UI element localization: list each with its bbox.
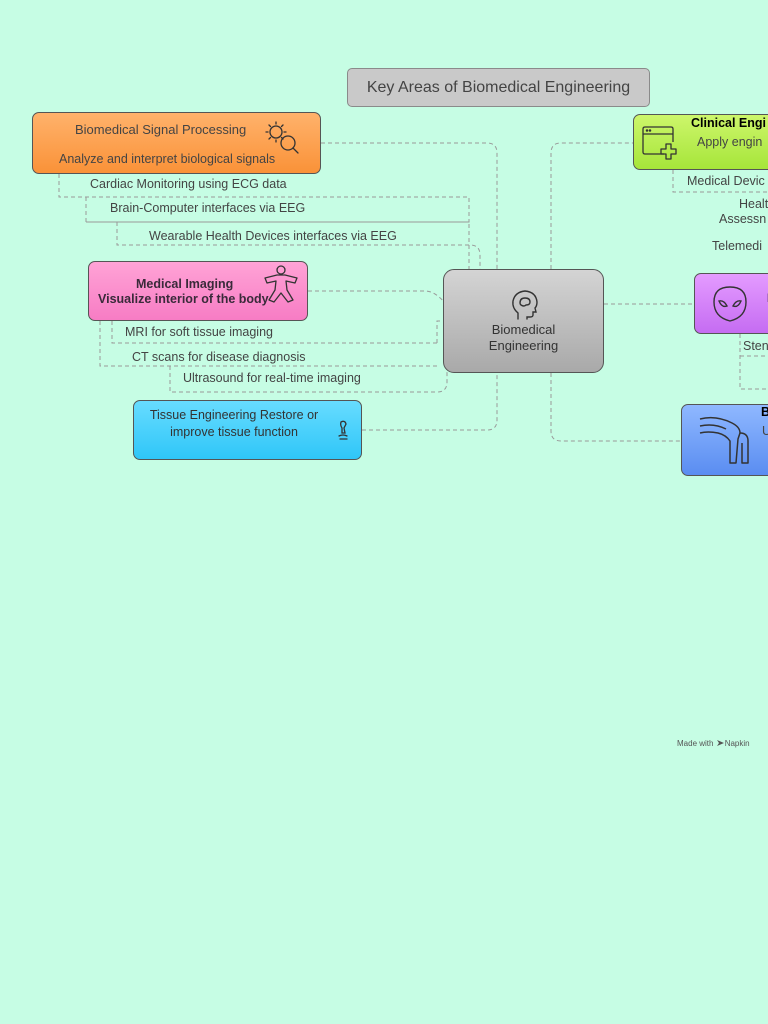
signal-processing-title: Biomedical Signal Processing [75,122,247,137]
clinical-engineering-description: Apply engin [697,135,763,149]
clinical-item-assessment: Assessn [719,212,767,226]
medical-imaging-title: Medical Imaging [136,277,234,291]
signal-item-wearable: Wearable Health Devices interfaces via E… [149,229,397,243]
tissue-engineering-line2: improve tissue function [170,425,298,439]
joint-bone-icon [699,416,749,464]
tissue-icon [338,420,348,440]
clinical-item-telemedicine: Telemedi [712,239,763,253]
footer-brand: Napkin [724,739,750,748]
center-node[interactable]: Biomedical Engineering [443,269,604,373]
clinical-item-medical-devices: Medical Devic [687,174,765,188]
body-figure-icon [264,265,298,303]
blue-node-description: U [762,424,768,438]
imaging-item-ct: CT scans for disease diagnosis [132,350,306,364]
brain-head-icon [512,290,538,320]
imaging-item-ultrasound: Ultrasound for real-time imaging [183,371,361,385]
purple-area-node[interactable]: I [694,273,768,334]
signal-processing-node[interactable]: Biomedical Signal Processing Analyze and… [32,112,321,174]
diagram-title: Key Areas of Biomedical Engineering [347,68,650,107]
signal-item-bci: Brain-Computer interfaces via EEG [110,201,306,215]
tissue-engineering-node[interactable]: Tissue Engineering Restore or improve ti… [133,400,362,460]
alien-face-icon [713,286,747,322]
blue-node-title: B [761,405,768,419]
blue-area-node[interactable]: B U [681,404,768,476]
purple-item-sten: Sten [743,339,768,353]
napkin-logo-icon [716,740,724,746]
clinical-item-health: Healt [739,197,768,211]
made-with-napkin-footer: Made with Napkin [677,739,750,748]
tissue-engineering-line1: Tissue Engineering Restore or [149,408,319,422]
medical-imaging-description: Visualize interior of the body [98,292,269,306]
clinical-engineering-node[interactable]: Clinical Engi Apply engin [633,114,768,170]
signal-processing-description: Analyze and interpret biological signals [59,152,276,166]
center-label-line1: Biomedical [491,322,556,337]
medical-window-icon [642,126,677,160]
signal-analysis-icon [265,121,299,154]
clinical-engineering-title: Clinical Engi [691,116,767,130]
medical-imaging-node[interactable]: Medical Imaging Visualize interior of th… [88,261,308,321]
imaging-item-mri: MRI for soft tissue imaging [125,325,273,339]
center-label-line2: Engineering [488,338,559,353]
signal-item-cardiac: Cardiac Monitoring using ECG data [90,177,287,191]
footer-made-with: Made with [677,739,714,748]
